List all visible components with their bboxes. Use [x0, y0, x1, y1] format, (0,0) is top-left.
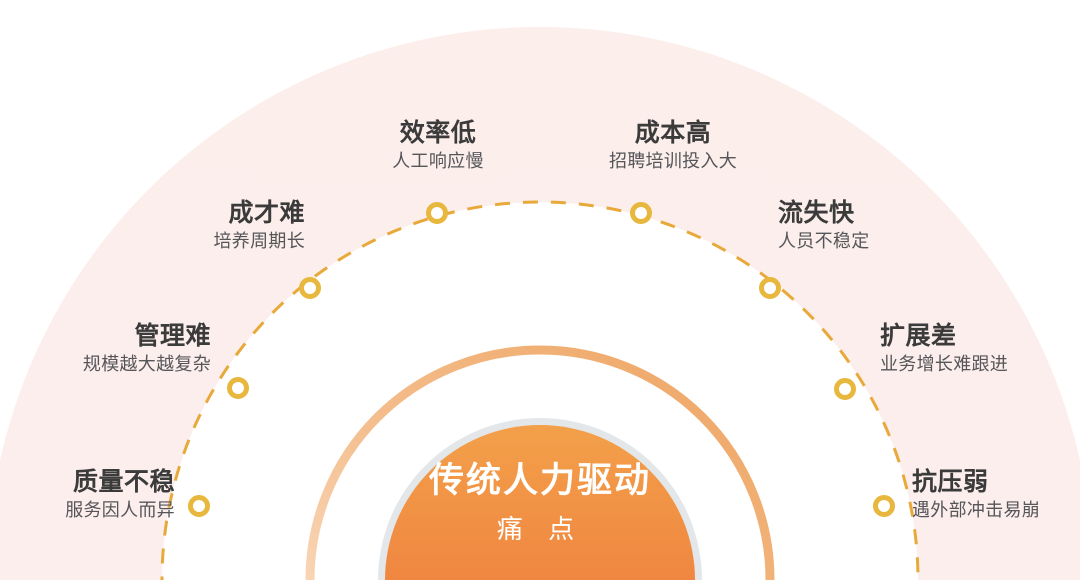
node-title: 成才难 [228, 199, 305, 227]
node-subtitle: 人工响应慢 [392, 150, 484, 171]
node-title: 质量不稳 [72, 468, 175, 496]
node-title: 流失快 [778, 199, 855, 227]
node-label-high-cost[interactable]: 成本高 招聘培训投入大 [578, 119, 768, 175]
node-subtitle: 培养周期长 [213, 230, 305, 251]
node-subtitle: 服务因人而异 [65, 499, 175, 520]
marker-high-cost[interactable] [630, 202, 652, 224]
marker-management-hard[interactable] [227, 377, 249, 399]
marker-fast-attrition[interactable] [759, 277, 781, 299]
core-circle [385, 425, 695, 580]
node-subtitle: 招聘培训投入大 [608, 150, 738, 171]
node-subtitle: 规模越大越复杂 [82, 353, 211, 374]
node-label-poor-scalability[interactable]: 扩展差 业务增长难跟进 [880, 322, 1060, 378]
node-title: 成本高 [634, 119, 712, 147]
node-label-low-efficiency[interactable]: 效率低 人工响应慢 [348, 119, 528, 175]
node-subtitle: 业务增长难跟进 [880, 353, 1009, 374]
marker-low-resilience[interactable] [873, 495, 895, 517]
node-label-quality-unstable[interactable]: 质量不稳 服务因人而异 [20, 468, 175, 524]
node-title: 扩展差 [880, 322, 957, 350]
node-label-management-hard[interactable]: 管理难 规模越大越复杂 [36, 322, 211, 378]
marker-low-efficiency[interactable] [426, 202, 448, 224]
node-title: 效率低 [399, 119, 477, 147]
inner-white-region [162, 202, 918, 580]
node-title: 抗压弱 [912, 468, 989, 496]
node-label-fast-attrition[interactable]: 流失快 人员不稳定 [778, 199, 948, 255]
node-label-low-resilience[interactable]: 抗压弱 遇外部冲击易崩 [912, 468, 1080, 524]
marker-poor-scalability[interactable] [834, 378, 856, 400]
node-label-talent-hard[interactable]: 成才难 培养周期长 [135, 199, 305, 255]
node-subtitle: 遇外部冲击易崩 [912, 499, 1041, 520]
node-title: 管理难 [134, 322, 211, 350]
mid-orange-ring [305, 345, 775, 580]
marker-talent-hard[interactable] [299, 277, 321, 299]
marker-quality-unstable[interactable] [188, 495, 210, 517]
node-subtitle: 人员不稳定 [778, 230, 870, 251]
